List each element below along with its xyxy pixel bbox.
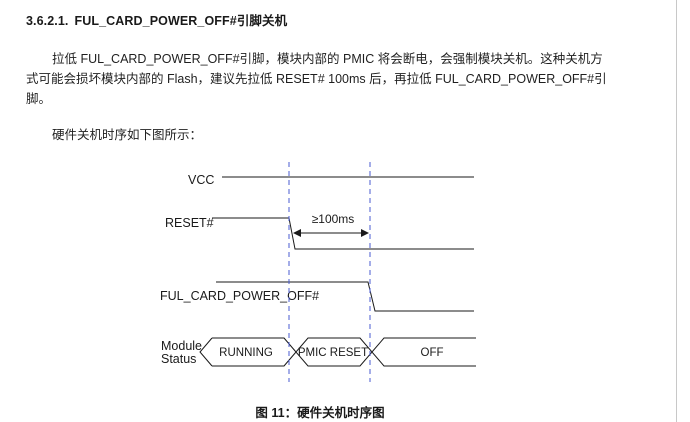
vcc-label: VCC bbox=[188, 173, 214, 187]
figure-caption: 图 11：硬件关机时序图 bbox=[255, 406, 385, 420]
power-off-signal-waveform bbox=[216, 281, 474, 312]
state-running: RUNNING bbox=[219, 347, 273, 359]
state-off: OFF bbox=[421, 347, 444, 359]
paragraph-line-1: 拉低 FUL_CARD_POWER_OFF#引脚，模块内部的 PMIC 将会断电… bbox=[52, 52, 603, 66]
module-status-bus bbox=[199, 337, 476, 367]
reset-label: RESET# bbox=[165, 216, 214, 230]
timing-label: ≥100ms bbox=[312, 212, 355, 226]
power-off-label: FUL_CARD_POWER_OFF# bbox=[160, 289, 319, 303]
reset-signal-waveform bbox=[212, 217, 474, 250]
section-number: 3.6.2.1. bbox=[26, 14, 69, 28]
diagram-intro-text: 硬件关机时序如下图所示： bbox=[52, 128, 203, 142]
section-title: FUL_CARD_POWER_OFF#引脚关机 bbox=[74, 14, 288, 28]
body-paragraph: 拉低 FUL_CARD_POWER_OFF#引脚，模块内部的 PMIC 将会断电… bbox=[26, 49, 646, 109]
page-edge-divider bbox=[676, 0, 677, 422]
module-status-label-line1: Module bbox=[161, 339, 202, 353]
section-heading: 3.6.2.1. FUL_CARD_POWER_OFF#引脚关机 bbox=[26, 10, 287, 29]
module-status-label-line2: Status bbox=[161, 352, 196, 366]
paragraph-line-3: 脚。 bbox=[26, 92, 52, 106]
paragraph-line-2: 式可能会损坏模块内部的 Flash，建议先拉低 RESET# 100ms 后，再… bbox=[26, 72, 607, 86]
state-pmic-reset: PMIC RESET bbox=[298, 347, 368, 359]
